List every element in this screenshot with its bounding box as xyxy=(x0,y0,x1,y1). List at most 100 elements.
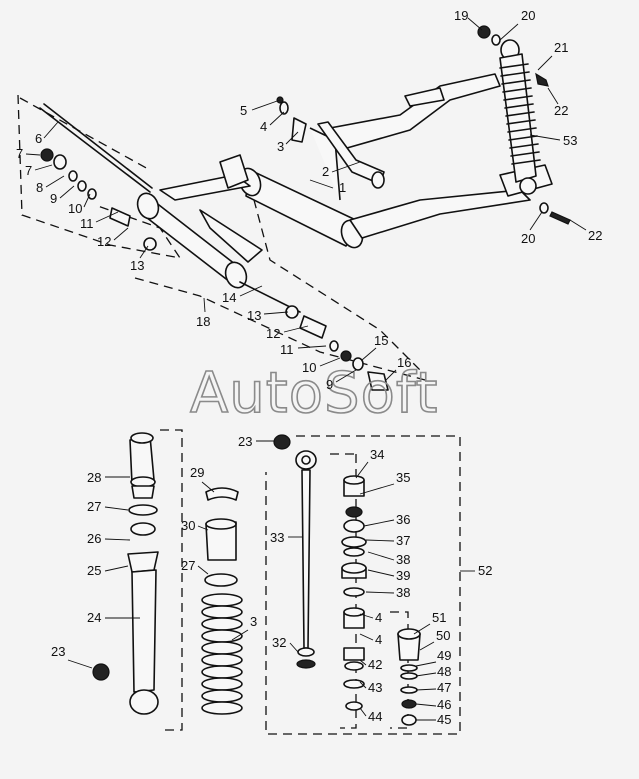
washer-10-lower xyxy=(340,350,352,362)
disc-47 xyxy=(400,686,418,694)
callout-label-44: 44 xyxy=(368,709,382,724)
callout-label-22: 22 xyxy=(554,103,568,118)
ring-37 xyxy=(341,536,367,548)
bushing-25 xyxy=(127,551,159,573)
callout-label-1: 1 xyxy=(339,180,346,195)
callout-label-48: 48 xyxy=(437,664,451,679)
callout-label-12b: 12 xyxy=(266,326,280,341)
nut-7 xyxy=(40,148,54,162)
callout-label-10b: 10 xyxy=(302,360,316,375)
callout-leader-38b xyxy=(365,591,395,594)
callout-leader-11 xyxy=(95,211,119,223)
callout-leader-10b xyxy=(319,357,341,367)
bushing-11 xyxy=(109,207,131,227)
callout-label-18: 18 xyxy=(196,314,210,329)
callout-label-38b: 38 xyxy=(396,585,410,600)
callout-label-20: 20 xyxy=(521,8,535,23)
shock-body-53 xyxy=(499,53,537,183)
callout-leader-50 xyxy=(419,641,435,651)
callout-leader-44 xyxy=(359,707,367,717)
callout-label-2: 2 xyxy=(322,164,329,179)
callout-leader-27b xyxy=(197,565,209,575)
callout-label-45: 45 xyxy=(437,712,451,727)
disc-42 xyxy=(344,661,364,671)
callout-leader-35 xyxy=(359,483,395,495)
callout-label-43: 43 xyxy=(368,680,382,695)
washer-27-spring xyxy=(204,573,238,587)
callout-leader-23b xyxy=(67,659,93,669)
callout-label-16: 16 xyxy=(397,355,411,370)
callout-leader-43 xyxy=(359,681,367,689)
dust-cover-28-top xyxy=(130,432,154,444)
left-pivot-group-top-boundary xyxy=(19,97,151,171)
watermark-text: AutoSoft xyxy=(190,361,439,426)
bolt-21 xyxy=(535,72,549,87)
callout-leader-29 xyxy=(201,481,215,493)
cross-tube-left-end xyxy=(136,192,160,220)
link-pin-2 xyxy=(317,121,385,185)
callout-leader-38 xyxy=(367,551,395,561)
callout-leader-49 xyxy=(415,661,437,667)
callout-label-9b: 9 xyxy=(326,377,333,392)
callout-leader-4c xyxy=(359,613,374,619)
lower-arm xyxy=(349,189,531,239)
washer-48 xyxy=(400,672,418,680)
callout-leader-47 xyxy=(415,688,437,691)
frame-gusset xyxy=(199,209,263,263)
right-pivot-group-boundary xyxy=(249,184,421,371)
bushing-30-top xyxy=(205,518,237,530)
callout-label-47: 47 xyxy=(437,680,451,695)
callout-leader-22 xyxy=(547,87,559,105)
nut-16 xyxy=(367,371,389,391)
ring-10 xyxy=(87,188,97,200)
callout-label-33: 33 xyxy=(270,530,284,545)
callout-leader-46 xyxy=(415,703,437,707)
callout-leader-30 xyxy=(197,525,209,531)
seal-35 xyxy=(345,506,363,518)
washer-38-lower xyxy=(343,587,365,597)
callout-leader-15 xyxy=(361,347,377,361)
arm-bracket-top xyxy=(404,87,445,107)
callout-leader-8 xyxy=(45,175,65,188)
disc-43 xyxy=(343,679,365,689)
callout-label-52: 52 xyxy=(478,563,492,578)
callout-label-49: 49 xyxy=(437,648,451,663)
ring-11-lower xyxy=(329,340,339,352)
link-pin-2-eye xyxy=(371,171,385,189)
callout-label-9: 9 xyxy=(50,191,57,206)
body-4-lower xyxy=(343,647,365,661)
callout-label-27: 27 xyxy=(87,499,101,514)
callout-label-34: 34 xyxy=(370,447,384,462)
callout-leader-19 xyxy=(467,17,483,31)
callout-leader-9b xyxy=(335,369,357,383)
callout-leader-10 xyxy=(83,193,91,208)
callout-leader-4d xyxy=(359,633,374,641)
axle-pin-6 xyxy=(39,107,151,193)
cross-tube-left-far-end xyxy=(224,261,248,289)
nut-23 xyxy=(273,434,291,450)
washer-7 xyxy=(53,154,67,170)
shock-spring-coils xyxy=(499,63,541,165)
upper-arm xyxy=(329,73,501,151)
callout-label-25: 25 xyxy=(87,563,101,578)
callout-leader-5 xyxy=(251,99,281,111)
callout-label-50: 50 xyxy=(436,628,450,643)
callout-label-7: 7 xyxy=(16,146,23,161)
callout-leader-39 xyxy=(367,569,395,577)
coil-spring-3 xyxy=(201,593,243,715)
spring-assembly xyxy=(201,487,243,715)
shock-lower-eye xyxy=(519,177,537,195)
callout-leader-4 xyxy=(269,111,285,126)
callout-label-4: 4 xyxy=(260,119,267,134)
washer-20-lower xyxy=(539,202,549,214)
callout-label-8: 8 xyxy=(36,180,43,195)
callout-leader-9 xyxy=(59,185,75,199)
bolt-22-lower xyxy=(549,211,571,225)
callout-leader-27 xyxy=(104,506,129,511)
callout-leader-12b xyxy=(283,325,309,333)
damper-assembly xyxy=(92,429,183,731)
seal-36 xyxy=(343,519,365,533)
